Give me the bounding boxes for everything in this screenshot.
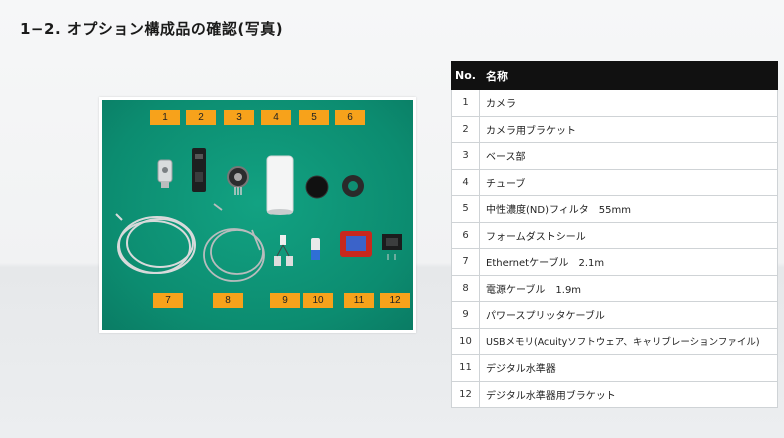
page-title: 1−2. オプション構成品の確認(写真) [20, 20, 284, 38]
photo-background: 1 2 3 4 5 6 7 8 9 10 11 12 [102, 100, 413, 330]
row-name: 電源ケーブル 1.9m [479, 274, 778, 302]
digital-level-icon [340, 231, 372, 257]
table-header-row: No. 名称 [451, 61, 778, 90]
row-no: 12 [451, 380, 480, 408]
row-name: 中性濃度(ND)フィルタ 55mm [479, 195, 778, 223]
row-name: チューブ [479, 168, 778, 196]
nd-filter-icon [305, 175, 329, 199]
ethernet-cable-icon [115, 213, 196, 274]
power-cable-icon [203, 203, 265, 282]
usb-memory-icon [311, 238, 320, 260]
foam-seal-icon [342, 175, 364, 197]
row-name: Ethernetケーブル 2.1m [479, 248, 778, 276]
row-name: カメラ [479, 89, 778, 117]
power-splitter-icon [274, 235, 293, 266]
row-no: 7 [451, 248, 480, 276]
components-illustration [115, 148, 402, 282]
photo-label-6: 6 [335, 110, 365, 125]
components-photo: 1 2 3 4 5 6 7 8 9 10 11 12 [99, 97, 416, 333]
header-name: 名称 [479, 61, 778, 90]
photo-label-7: 7 [153, 293, 183, 308]
photo-label-1: 1 [150, 110, 180, 125]
row-no: 5 [451, 195, 480, 223]
row-no: 3 [451, 142, 480, 170]
row-name: カメラ用ブラケット [479, 115, 778, 143]
row-name: フォームダストシール [479, 221, 778, 249]
row-name: デジタル水準器用ブラケット [479, 380, 778, 408]
row-no: 2 [451, 115, 480, 143]
row-no: 11 [451, 354, 480, 382]
base-unit-icon [227, 166, 249, 195]
row-name: ベース部 [479, 142, 778, 170]
row-no: 6 [451, 221, 480, 249]
photo-label-4: 4 [261, 110, 291, 125]
row-no: 8 [451, 274, 480, 302]
photo-label-2: 2 [186, 110, 216, 125]
row-name: パワースプリッタケーブル [479, 301, 778, 329]
row-name: USBメモリ(Acuityソフトウェア、キャリブレーションファイル) [479, 327, 778, 355]
row-no: 4 [451, 168, 480, 196]
row-no: 9 [451, 301, 480, 329]
photo-label-3: 3 [224, 110, 254, 125]
row-name: デジタル水準器 [479, 354, 778, 382]
photo-label-10: 10 [303, 293, 333, 308]
photo-label-12: 12 [380, 293, 410, 308]
header-no: No. [451, 61, 480, 90]
camera-icon [157, 159, 173, 188]
photo-label-5: 5 [299, 110, 329, 125]
row-no: 1 [451, 89, 480, 117]
photo-label-11: 11 [344, 293, 374, 308]
camera-bracket-icon [192, 148, 206, 192]
photo-label-8: 8 [213, 293, 243, 308]
level-bracket-icon [382, 234, 402, 260]
tube-icon [266, 155, 294, 215]
row-no: 10 [451, 327, 480, 355]
photo-label-9: 9 [270, 293, 300, 308]
